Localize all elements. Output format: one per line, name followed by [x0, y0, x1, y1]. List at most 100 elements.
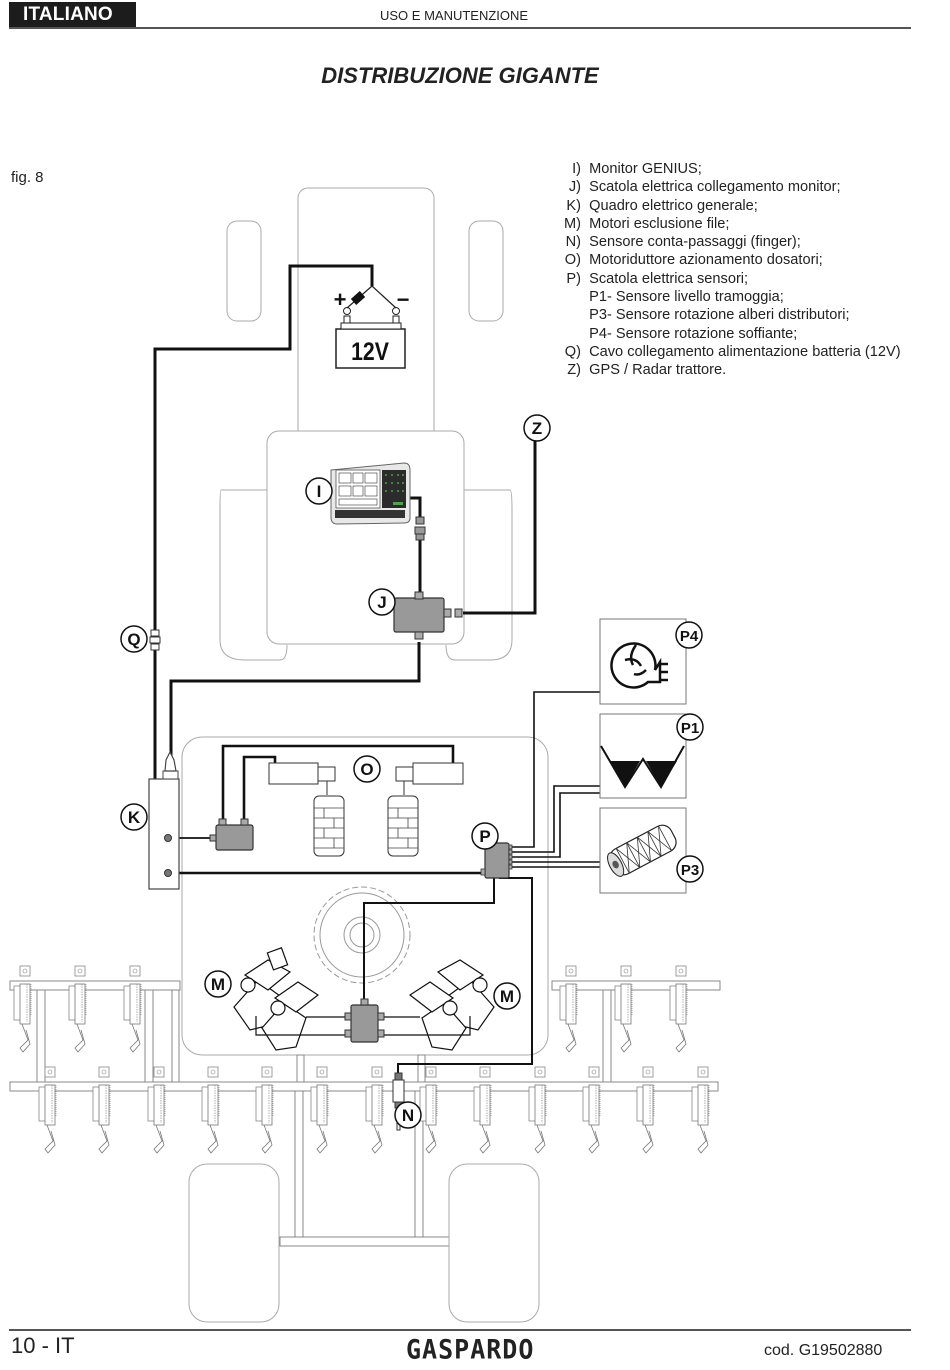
sensor-panel-p1: [599, 713, 687, 799]
tractor-front-wheel-right: [468, 220, 504, 322]
callout-z: Z: [523, 414, 551, 442]
sensor-panel-p3: [599, 807, 687, 894]
cable-monitor: [408, 496, 422, 520]
battery-minus: −: [397, 287, 410, 312]
legend-key: N): [565, 234, 581, 251]
legend-key: P): [566, 270, 581, 287]
header-divider: [9, 27, 911, 29]
legend-subitem: P4- Sensore rotazione soffiante;: [553, 325, 901, 343]
legend-subitem: P1- Sensore livello tramoggia;: [553, 288, 901, 306]
battery-voltage: 12V: [351, 337, 389, 365]
cable-battery: [153, 264, 374, 630]
battery: 12V + −: [334, 285, 410, 369]
legend-key: K): [566, 197, 581, 214]
seeder-wheel-left: [188, 1163, 280, 1323]
fan-wheel: [313, 886, 411, 984]
legend-item: P) Scatola elettrica sensori;: [553, 270, 901, 288]
row-shutoff-motors: [233, 947, 495, 1051]
hopper-level-icon: [600, 745, 685, 789]
battery-plus: +: [334, 287, 347, 312]
battery-body: [335, 328, 406, 369]
svg-text:Z: Z: [532, 419, 542, 438]
legend-text: Motoriduttore azionamento dosatori;: [589, 252, 823, 269]
language-tab: ITALIANO: [9, 2, 136, 27]
page-title: DISTRIBUZIONE GIGANTE: [321, 63, 599, 88]
legend-text: Cavo collegamento alimentazione batteria…: [589, 343, 901, 360]
connector-q: [149, 629, 161, 651]
legend-text: P4- Sensore rotazione soffiante;: [589, 325, 798, 342]
figure-label: fig. 8: [11, 169, 44, 186]
cable-motor-left: [242, 755, 277, 822]
gear-motor-right: [387, 762, 464, 857]
footer-divider: [9, 1329, 911, 1331]
svg-text:N: N: [402, 1106, 414, 1125]
tractor-rear-wheel-left: [219, 489, 288, 661]
cable-gps: [463, 440, 537, 615]
gear-motor-left: [268, 762, 345, 857]
tractor-outline: [219, 187, 513, 661]
front-bar-right: [551, 980, 721, 991]
callout-p: P: [471, 822, 499, 850]
svg-text:J: J: [377, 593, 386, 612]
sensor-cables: [510, 691, 600, 868]
legend-text: P1- Sensore livello tramoggia;: [589, 289, 784, 306]
svg-text:P: P: [479, 827, 490, 846]
monitor-genius: [330, 462, 411, 525]
cable-p-to-n: [397, 877, 533, 1074]
svg-text:O: O: [360, 760, 373, 779]
legend-item: M) Motori esclusione file;: [553, 215, 901, 233]
fuse-icon: [350, 291, 366, 305]
legend-item: I) Monitor GENIUS;: [553, 160, 901, 178]
cable-motor-right: [221, 744, 455, 822]
cable-p1-b: [510, 792, 600, 858]
callouts: I J Z Q K O P P4 P1 P3 M M N: [120, 414, 704, 1129]
callout-j: J: [368, 588, 396, 616]
junction-box-j: [393, 591, 463, 640]
sensor-box-p: [480, 842, 513, 879]
svg-text:Q: Q: [127, 630, 140, 649]
svg-text:P3: P3: [681, 862, 699, 879]
front-bar-left: [9, 980, 181, 991]
legend-item: Z) GPS / Radar trattore.: [553, 361, 901, 379]
legend-text: Motori esclusione file;: [589, 215, 730, 232]
svg-text:P1: P1: [681, 720, 699, 737]
callout-p1: P1: [676, 713, 704, 741]
legend-text: Scatola elettrica collegamento monitor;: [589, 179, 841, 196]
legend-key: M): [563, 215, 581, 232]
legend-text: Scatola elettrica sensori;: [589, 270, 749, 287]
cable-j-to-k: [169, 642, 421, 760]
legend-key: J): [568, 179, 581, 196]
seeder-wheels: [188, 1163, 540, 1323]
legend-text: P3- Sensore rotazione alberi distributor…: [589, 307, 850, 324]
document-code: cod. G19502880: [764, 1342, 883, 1359]
callout-i: I: [305, 477, 333, 505]
svg-text:K: K: [128, 808, 141, 827]
svg-text:P4: P4: [680, 628, 699, 645]
seeder-wheel-right: [448, 1163, 540, 1323]
legend-key: Q): [564, 343, 581, 360]
legend-subitem: P3- Sensore rotazione alberi distributor…: [553, 306, 901, 324]
connector-monitor: [414, 516, 426, 541]
callout-o: O: [353, 755, 381, 783]
cable-p-to-m: [363, 878, 495, 1000]
callout-n: N: [394, 1101, 422, 1129]
callout-m-right: M: [493, 982, 521, 1010]
callout-m-left: M: [204, 970, 232, 998]
rear-bar: [9, 1081, 719, 1092]
legend-item: K) Quadro elettrico generale;: [553, 197, 901, 215]
legend-key: Z): [567, 362, 581, 379]
sensor-panel-p4: [599, 618, 687, 705]
callout-q: Q: [120, 625, 148, 653]
legend-key: O): [564, 252, 581, 269]
legend-item: Q) Cavo collegamento alimentazione batte…: [553, 343, 901, 361]
callout-p4: P4: [675, 621, 703, 649]
page-number: 10 - IT: [11, 1333, 75, 1358]
blower-icon: [610, 642, 668, 689]
m-cables: [255, 1016, 471, 1036]
legend-key: I): [572, 161, 581, 177]
svg-text:M: M: [211, 975, 225, 994]
motor-junction-box-m: [344, 998, 385, 1043]
cable-p1-a: [510, 785, 600, 853]
legend-item: O) Motoriduttore azionamento dosatori;: [553, 251, 901, 269]
